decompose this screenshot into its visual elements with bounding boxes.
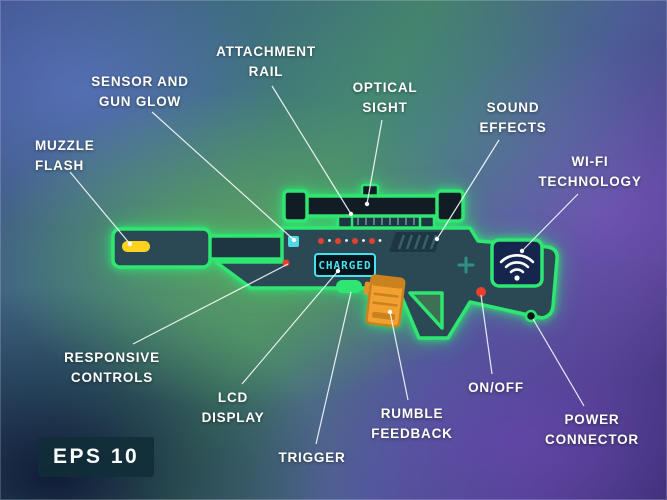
speaker-grille-slats xyxy=(397,234,438,250)
label-on-off: ON/OFF xyxy=(468,380,524,395)
gun-barrel xyxy=(203,234,292,261)
leader-line-wifi xyxy=(521,193,579,252)
muzzle-flash-light xyxy=(122,241,150,252)
scope-eyepiece xyxy=(435,189,465,223)
leader-line-responsive-controls xyxy=(132,263,289,345)
wifi-icon xyxy=(499,254,535,281)
scope-front-lens xyxy=(282,189,309,223)
leader-line-power xyxy=(532,318,585,407)
leader-line-sound-effects xyxy=(436,139,500,240)
onoff-button xyxy=(476,287,486,297)
leader-dot xyxy=(127,241,133,247)
leader-line-lcd xyxy=(241,270,339,385)
label-lcd-display: LCD DISPLAY xyxy=(201,390,265,425)
label-sound-effects: SOUND EFFECTS xyxy=(479,100,547,135)
lcd-display xyxy=(314,253,376,277)
muzzle-silencer xyxy=(111,227,212,269)
label-responsive-controls: RESPONSIVE CONTROLS xyxy=(64,350,160,385)
power-connector xyxy=(524,309,538,323)
scope-tube xyxy=(288,194,462,218)
leader-line-attachment-rail xyxy=(271,85,352,215)
lcd-text: CHARGED xyxy=(318,259,371,272)
leader-line-onoff xyxy=(480,294,493,375)
label-muzzle-flash: MUZZLE FLASH xyxy=(35,138,95,173)
rail-ticks xyxy=(357,218,415,225)
leader-line-trigger xyxy=(315,291,352,445)
label-attachment-rail: ATTACHMENT RAIL xyxy=(216,44,316,79)
leader-dot xyxy=(335,268,341,274)
leader-line-muzzle-flash xyxy=(69,171,131,245)
leader-dot xyxy=(387,309,393,315)
leader-dot xyxy=(434,236,440,242)
label-rumble-feedback: RUMBLE FEEDBACK xyxy=(371,406,453,441)
leader-line-rumble xyxy=(389,311,409,401)
leader-lines xyxy=(69,85,585,445)
trigger-button xyxy=(336,280,362,293)
laser-gun: CHARGED xyxy=(111,183,559,340)
rumble-pack xyxy=(363,274,406,328)
label-sensor-gun-glow: SENSOR AND GUN GLOW xyxy=(91,74,189,109)
label-wifi-technology: WI-FI TECHNOLOGY xyxy=(538,154,642,189)
leader-dot xyxy=(348,211,354,217)
label-power-connector: POWER CONNECTOR xyxy=(545,412,639,447)
label-trigger: TRIGGER xyxy=(278,450,346,465)
label-optical-sight: OPTICAL SIGHT xyxy=(352,80,418,115)
crosshair-emblem xyxy=(457,256,475,274)
leader-dot xyxy=(364,201,370,207)
leader-dot xyxy=(291,237,297,243)
leader-dot xyxy=(519,248,525,254)
trigger-guard xyxy=(408,291,444,330)
indicator-lights xyxy=(318,238,382,244)
leader-line-sensor xyxy=(151,111,295,241)
leader-line-optical-sight xyxy=(366,119,383,205)
eps-badge: EPS 10 xyxy=(38,437,155,477)
